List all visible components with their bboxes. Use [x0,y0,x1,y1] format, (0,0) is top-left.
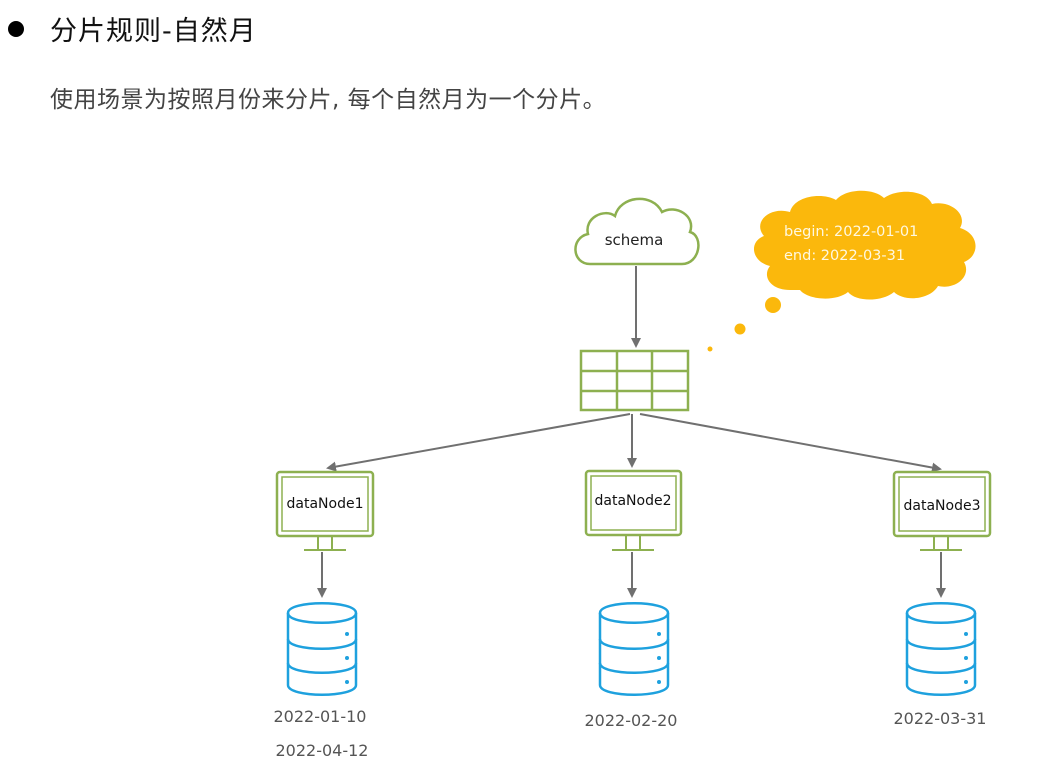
node-1-date-2: 2022-04-12 [276,741,369,760]
bubble-dot-large [765,297,781,313]
node-2-label: dataNode2 [595,493,672,509]
data-node-1: dataNode1 2022-01-10 2022-04-12 [274,470,375,760]
bubble-line-begin: begin: 2022-01-01 [784,224,918,240]
node-3-label: dataNode3 [904,498,981,514]
data-node-3: dataNode3 2022-03-31 [892,470,992,728]
node-1-date-1: 2022-01-10 [274,707,367,726]
bubble-line-end: end: 2022-03-31 [784,248,905,264]
arrow-table-to-node1 [326,413,631,472]
monitor-icon [584,469,683,551]
table-grid-icon [579,349,690,412]
node-3-date-1: 2022-03-31 [894,709,987,728]
data-node-2: dataNode2 2022-02-20 [584,469,683,730]
section-heading: 分片规则-自然月 [8,6,257,50]
bubble-dot-small [707,346,713,352]
thought-cloud-icon [753,190,976,300]
node-1-label: dataNode1 [287,496,364,512]
heading-title: 分片规则-自然月 [50,15,257,47]
monitor-icon [892,470,992,551]
schema-label: schema [605,231,664,249]
bubble-dot-medium [734,323,746,335]
schema-cloud: schema [574,197,700,266]
database-icon [905,602,977,696]
description-text: 使用场景为按照月份来分片, 每个自然月为一个分片。 [50,87,607,113]
arrow-table-to-node3 [639,413,942,473]
bullet-icon [8,21,24,37]
node-2-date-1: 2022-02-20 [585,711,678,730]
thought-bubble: begin: 2022-01-01 end: 2022-03-31 [707,190,976,352]
monitor-icon [275,470,375,551]
database-icon [598,602,670,696]
database-icon [286,602,358,696]
cloud-icon [574,197,700,266]
